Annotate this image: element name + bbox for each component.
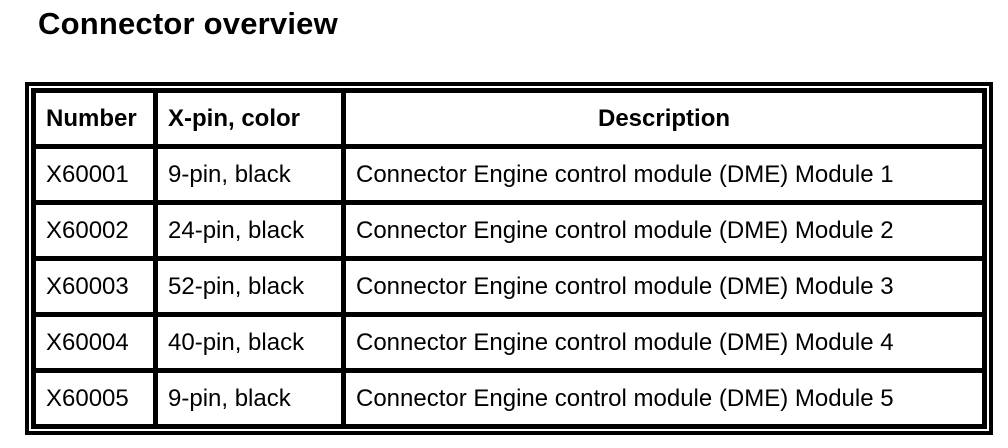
connector-number: X60003: [31, 256, 158, 317]
connector-table-frame: Number X-pin, color Description X60001 9…: [25, 82, 993, 435]
connector-description: Connector Engine control module (DME) Mo…: [341, 200, 987, 261]
connector-overview-table: Number X-pin, color Description X60001 9…: [31, 88, 987, 429]
connector-number: X60005: [31, 368, 158, 429]
connector-number: X60004: [31, 312, 158, 373]
table-row: X60003 52-pin, black Connector Engine co…: [31, 256, 987, 317]
table-row: X60004 40-pin, black Connector Engine co…: [31, 312, 987, 373]
connector-description: Connector Engine control module (DME) Mo…: [341, 256, 987, 317]
page-title: Connector overview: [38, 6, 338, 41]
table-row: X60002 24-pin, black Connector Engine co…: [31, 200, 987, 261]
table-row: X60005 9-pin, black Connector Engine con…: [31, 368, 987, 429]
table-row: X60001 9-pin, black Connector Engine con…: [31, 144, 987, 205]
table-header-row: Number X-pin, color Description: [31, 88, 987, 149]
connector-pin-color: 9-pin, black: [153, 368, 346, 429]
col-header-description: Description: [341, 88, 987, 149]
connector-description: Connector Engine control module (DME) Mo…: [341, 144, 987, 205]
connector-pin-color: 9-pin, black: [153, 144, 346, 205]
connector-number: X60002: [31, 200, 158, 261]
col-header-xpin-color: X-pin, color: [153, 88, 346, 149]
connector-number: X60001: [31, 144, 158, 205]
connector-pin-color: 52-pin, black: [153, 256, 346, 317]
connector-description: Connector Engine control module (DME) Mo…: [341, 312, 987, 373]
connector-description: Connector Engine control module (DME) Mo…: [341, 368, 987, 429]
col-header-number: Number: [31, 88, 158, 149]
connector-pin-color: 24-pin, black: [153, 200, 346, 261]
connector-pin-color: 40-pin, black: [153, 312, 346, 373]
